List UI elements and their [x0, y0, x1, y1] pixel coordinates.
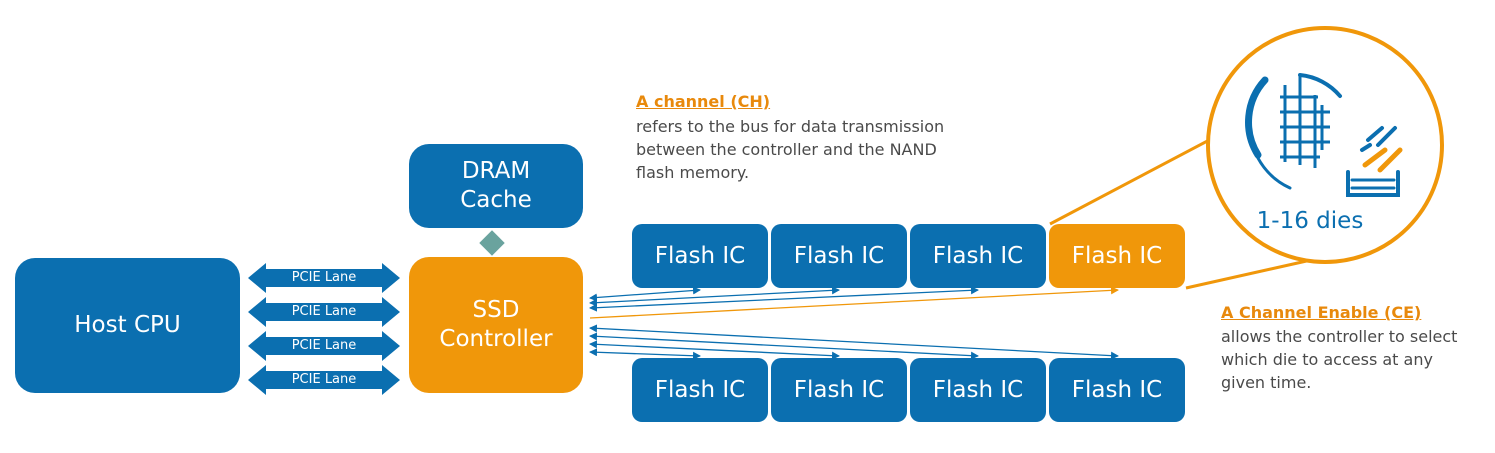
- ce-note-body: allows the controller to select which di…: [1221, 327, 1458, 392]
- ce-note-title: A Channel Enable (CE): [1221, 303, 1422, 322]
- pcie-lane-arrow: [248, 331, 400, 361]
- flash-ic-label: Flash IC: [793, 376, 885, 403]
- flash-ic-label: Flash IC: [1071, 242, 1163, 269]
- flash-ic-box: Flash IC: [632, 358, 768, 422]
- pcie-lane-label: PCIE Lane: [291, 372, 357, 387]
- dram-cache-box: DRAM Cache: [409, 144, 583, 228]
- die-stack-icon: [1245, 73, 1403, 197]
- ssd-controller-label: SSD Controller: [439, 297, 553, 352]
- pcie-lane-arrow: [248, 365, 400, 395]
- flash-ic-label: Flash IC: [654, 242, 746, 269]
- channel-lines-top: [589, 286, 1119, 319]
- dram-cache-label: DRAM Cache: [460, 158, 532, 213]
- channel-note-title: A channel (CH): [636, 92, 771, 111]
- flash-ic-box: Flash IC: [771, 358, 907, 422]
- dram-controller-connector: [479, 230, 505, 256]
- zoom-circle: [1206, 26, 1444, 264]
- zoom-line-bottom: [1185, 256, 1321, 290]
- pcie-lane-label: PCIE Lane: [291, 270, 357, 285]
- flash-ic-label: Flash IC: [1071, 376, 1163, 403]
- flash-ic-box: Flash IC: [910, 224, 1046, 288]
- pcie-lane-arrow: [248, 263, 400, 293]
- pcie-lanes: [248, 263, 400, 395]
- pcie-lane-label: PCIE Lane: [291, 304, 357, 319]
- flash-ic-box: Flash IC: [771, 224, 907, 288]
- pcie-lane-arrow: [248, 297, 400, 327]
- flash-ic-label: Flash IC: [932, 242, 1024, 269]
- flash-ic-label: Flash IC: [932, 376, 1024, 403]
- flash-ic-label: Flash IC: [793, 242, 885, 269]
- ssd-controller-box: SSD Controller: [409, 257, 583, 393]
- channel-lines-bottom: [589, 324, 1119, 360]
- flash-ic-box: Flash IC: [910, 358, 1046, 422]
- channel-note-body: refers to the bus for data transmission …: [636, 117, 945, 182]
- dies-count-label: 1-16 dies: [1256, 208, 1364, 234]
- flash-ic-box: Flash IC: [632, 224, 768, 288]
- host-cpu-label: Host CPU: [74, 312, 181, 339]
- flash-ic-label: Flash IC: [654, 376, 746, 403]
- flash-ic-box-selected: Flash IC: [1049, 224, 1185, 288]
- host-cpu-box: Host CPU: [15, 258, 240, 393]
- pcie-lane-label: PCIE Lane: [291, 338, 357, 353]
- zoom-line-top: [1049, 126, 1233, 226]
- flash-ic-box: Flash IC: [1049, 358, 1185, 422]
